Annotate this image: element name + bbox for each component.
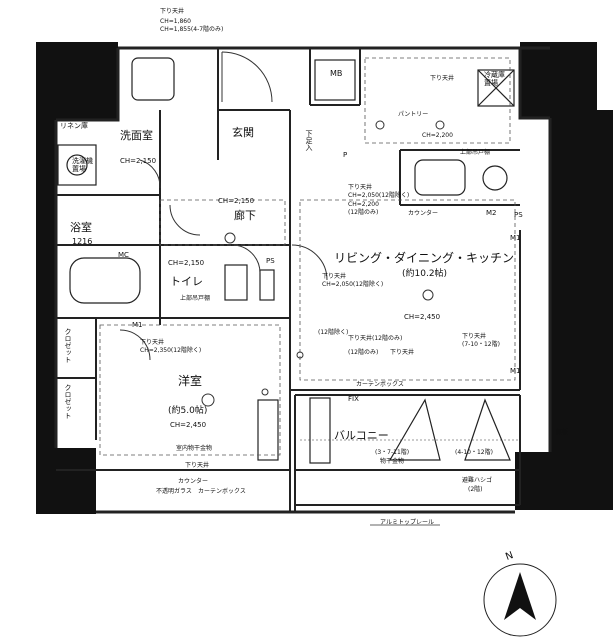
m1-label-b: M1 [510, 367, 521, 375]
aluminum-label: アルミトップレール [380, 519, 434, 526]
hall-down-1: 下り天井 [348, 184, 373, 191]
curtain-box-2: カーテンボックス [198, 488, 246, 495]
ldk-size: (約10.2帖) [402, 269, 448, 279]
kitchen-counter-label: カウンター [408, 210, 439, 217]
ps-label-a: PS [266, 257, 275, 265]
kitchen-ch: CH=2,200 [422, 132, 453, 139]
west-down-2: CH=2,350(12階除く) [140, 347, 202, 354]
toilet-label: トイレ [170, 275, 203, 288]
hall-label: 廊下 [234, 209, 256, 222]
hall-down-3: CH=2,200 [348, 201, 379, 208]
balcony-label: バルコニー [334, 429, 389, 442]
mc-label: MC [118, 251, 129, 259]
closet-2-label: クロゼット [64, 384, 72, 419]
left-ceiling-note: 下り天井 [0, 139, 25, 146]
header-ceiling-note: 下り天井 [160, 8, 185, 15]
m1-label-c: M1 [132, 321, 143, 329]
toilet-ch: CH=2,150 [168, 259, 205, 267]
washer-label: 洗濯機 置場 [72, 157, 93, 173]
m2-label: M2 [486, 209, 497, 217]
closet-1-label: クロゼット [64, 328, 72, 363]
counter-bottom: カウンター [178, 478, 209, 485]
ldk-12c: (12階のみ) [348, 349, 379, 356]
balcony-note5: (2階) [468, 486, 483, 493]
hall-ch: CH=2,150 [218, 197, 255, 205]
hall-down-2: CH=2,050(12階除く) [348, 192, 410, 199]
ldk-right-1: 下り天井 [462, 333, 487, 340]
upper-cabinet-label: 上部吊戸棚 [460, 149, 491, 156]
light-fixtures [201, 120, 445, 407]
kitchen-ceiling: 下り天井 [430, 75, 455, 82]
ceiling-lines [99, 57, 516, 456]
fridge-label: 冷蔵庫 置場 [484, 71, 505, 87]
glass-label: 不透明ガラス [156, 488, 192, 495]
ldk-label: リビング・ダイニング・キッチン [334, 251, 515, 265]
ldk-12a: (12階除く) [318, 329, 349, 336]
ldk-ch: CH=2,450 [404, 313, 441, 321]
bath-size: 1216 [72, 237, 93, 246]
ldk-12d: 下り天井 [390, 349, 415, 356]
header-ch-1: CH=1,860 [160, 18, 191, 25]
entrance-label: 玄関 [232, 126, 254, 139]
western-ch: CH=2,450 [170, 421, 207, 429]
washroom-ch: CH=2,150 [120, 157, 157, 165]
m1-label-a: M1 [510, 234, 521, 242]
washroom-label: 洗面室 [120, 129, 153, 142]
balcony-note4: 避難ハシゴ [462, 477, 493, 484]
hall-down-4: (12階のみ) [348, 209, 379, 216]
ldk-down-2: CH=2,050(12階除く) [322, 281, 384, 288]
pantry-label: パントリー [398, 111, 429, 118]
curtain-box-1: カーテンボックス [356, 381, 404, 388]
balcony-note3: (4-10・12階) [455, 449, 493, 456]
p-mark: P [343, 151, 348, 159]
mb-label: MB [330, 69, 343, 78]
ldk-12b: 下り天井(12階のみ) [348, 335, 403, 342]
fix-label: FIX [348, 395, 359, 403]
fixtures [57, 57, 515, 464]
ldk-right-2: (7-10・12階) [462, 341, 500, 348]
bath-label: 浴室 [70, 221, 92, 234]
sash-label: 腰板 [556, 429, 569, 436]
ldk-down-1: 下り天井 [322, 273, 347, 280]
header-ch-2: CH=1,855(4-7階のみ) [160, 26, 224, 33]
balcony-note1: (3・7-11階) [375, 449, 410, 456]
western-size: (約5.0帖) [168, 406, 208, 416]
balcony-note2: 物干金物 [380, 458, 405, 465]
doors [119, 51, 328, 361]
room-partitions [56, 48, 521, 512]
west-bottom-down: 下り天井 [185, 462, 210, 469]
linen-label: リネン庫 [60, 122, 88, 130]
western-label: 洋室 [178, 374, 203, 388]
west-down-1: 下り天井 [140, 339, 165, 346]
interior-walls [54, 46, 552, 514]
toilet-note: 上部吊戸棚 [180, 295, 211, 302]
western-note: 室内物干金物 [176, 445, 213, 452]
shoes-label: 下足入 [305, 130, 313, 151]
ps-label-b: PS [514, 211, 523, 219]
compass-icon [483, 563, 557, 637]
structural-walls [36, 42, 613, 514]
